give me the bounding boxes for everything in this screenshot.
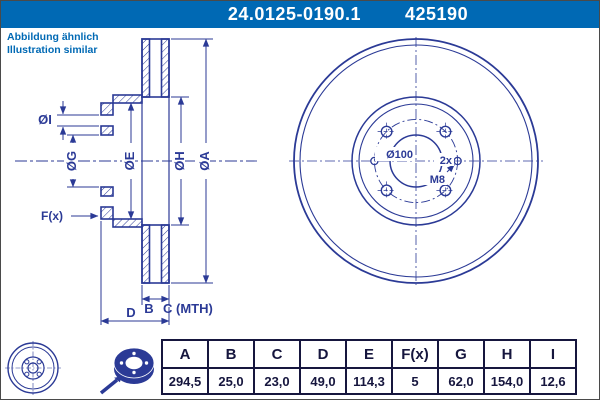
table-value-d: 49,0 [299,367,347,395]
table-header-fx: F(x) [391,339,439,369]
table-header-d: D [299,339,347,369]
label-dia-i: ØI [38,112,52,127]
table-value-e: 114,3 [345,367,393,395]
table-value-c: 23,0 [253,367,301,395]
disc-section-shapes [100,38,170,284]
table-header-a: A [161,339,209,369]
label-masks [64,143,210,179]
table-value-b: 25,0 [207,367,255,395]
section-labels: ØI ØG ØE ØH ØA F(x) B C (MTH) D [38,112,213,320]
front-view: Ø100 2x M8 [289,37,543,285]
table-header-h: H [483,339,531,369]
dimension-lines [57,38,213,325]
note-line-de: Abbildung ähnlich [7,31,99,43]
table-value-a: 294,5 [161,367,209,395]
label-thread: M8 [430,174,445,186]
label-thread-count: 2x [440,155,453,167]
disc-3d-icon [113,347,155,384]
technical-drawing: ØI ØG ØE ØH ØA F(x) B C (MTH) D [15,37,543,325]
front-view-labels: Ø100 2x M8 [386,149,453,186]
table-value-h: 154,0 [483,367,531,395]
label-dia-g: ØG [64,151,79,171]
label-dia-e: ØE [122,151,137,170]
label-dia-h: ØH [172,151,187,171]
note-line-en: Illustration similar [7,44,98,57]
dimension-table: A B C D E F(x) G H I 294,5 25,0 23,0 49,… [161,339,577,395]
table-value-fx: 5 [391,367,439,395]
front-view-centerlines [289,37,543,285]
table-header-e: E [345,339,393,369]
article-number: 425190 [405,4,469,24]
label-f-x: F(x) [41,209,63,223]
label-dia-a: ØA [197,151,212,171]
header-bar: 24.0125-0190.1 425190 [1,1,599,28]
similarity-note: Abbildung ähnlich Illustration similar [7,31,99,57]
table-header-c: C [253,339,301,369]
brake-disc-pictogram [99,347,155,395]
table-value-i: 12,6 [529,367,577,395]
table-header-row: A B C D E F(x) G H I [161,339,577,369]
table-header-i: I [529,339,577,369]
label-d: D [126,305,135,320]
table-header-g: G [437,339,485,369]
table-value-row: 294,5 25,0 23,0 49,0 114,3 5 62,0 154,0 … [161,367,577,395]
table-header-b: B [207,339,255,369]
cross-section-view: ØI ØG ØE ØH ØA F(x) B C (MTH) D [15,38,257,325]
label-c-mth: C (MTH) [163,301,213,316]
table-value-g: 62,0 [437,367,485,395]
part-number: 24.0125-0190.1 [227,4,362,24]
mini-disc-icon [5,341,61,395]
arrow-icon [99,376,122,395]
label-bolt-circle: Ø100 [386,149,413,161]
front-label-masks [375,147,454,185]
label-b: B [144,301,153,316]
